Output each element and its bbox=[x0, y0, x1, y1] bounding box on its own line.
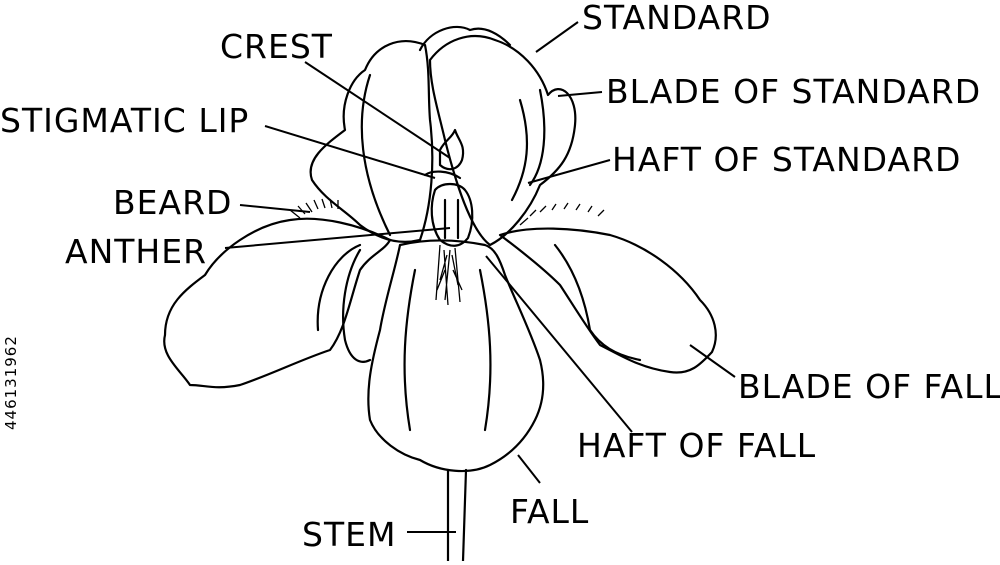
style-arm bbox=[430, 182, 474, 247]
side-petal-edge bbox=[342, 248, 372, 363]
leader-crest bbox=[304, 61, 451, 159]
leader-blade-of-fall bbox=[689, 344, 736, 378]
leader-fall bbox=[517, 454, 541, 484]
label-beard: BEARD bbox=[113, 183, 233, 222]
standard-petal-left bbox=[309, 40, 434, 243]
beard-center bbox=[435, 244, 463, 306]
fall-center-vein-left bbox=[403, 268, 417, 432]
label-haft-of-fall: HAFT OF FALL bbox=[577, 426, 817, 465]
beard-right bbox=[519, 202, 605, 226]
fall-center-vein-right bbox=[478, 268, 492, 432]
label-crest: CREST bbox=[220, 27, 333, 66]
leader-stigmatic-lip bbox=[264, 125, 436, 179]
leader-haft-of-fall bbox=[485, 255, 633, 433]
beard-left bbox=[289, 198, 339, 219]
label-anther: ANTHER bbox=[65, 232, 208, 271]
leader-anther bbox=[224, 227, 451, 249]
leader-standard bbox=[535, 21, 579, 53]
anther-shape bbox=[443, 198, 460, 240]
stem-shape bbox=[446, 468, 468, 563]
leader-haft-of-standard bbox=[527, 159, 611, 184]
fall-petal-right bbox=[498, 227, 717, 374]
fall-petal-left bbox=[163, 217, 392, 389]
crest-shape bbox=[438, 128, 465, 171]
label-stem: STEM bbox=[302, 515, 397, 554]
label-standard: STANDARD bbox=[582, 0, 772, 37]
label-haft-of-standard: HAFT OF STANDARD bbox=[612, 140, 962, 179]
label-stigmatic-lip: STIGMATIC LIP bbox=[0, 101, 250, 140]
standard-top bbox=[418, 25, 512, 52]
label-fall: FALL bbox=[510, 492, 590, 531]
left-standard-vein bbox=[360, 73, 392, 237]
stock-id-watermark: 446131962 bbox=[2, 335, 20, 430]
stigmatic-lip-shape bbox=[423, 170, 462, 180]
fall-left-inner bbox=[316, 243, 362, 332]
fall-right-inner bbox=[553, 243, 642, 362]
leader-blade-of-standard bbox=[557, 91, 603, 97]
fall-petal-center bbox=[367, 239, 545, 473]
label-blade-of-fall: BLADE OF FALL bbox=[738, 367, 1000, 406]
leader-beard bbox=[239, 204, 311, 213]
haft-of-standard-vein bbox=[510, 88, 546, 202]
label-blade-of-standard: BLADE OF STANDARD bbox=[606, 72, 982, 111]
standard-petal-right bbox=[428, 35, 577, 247]
